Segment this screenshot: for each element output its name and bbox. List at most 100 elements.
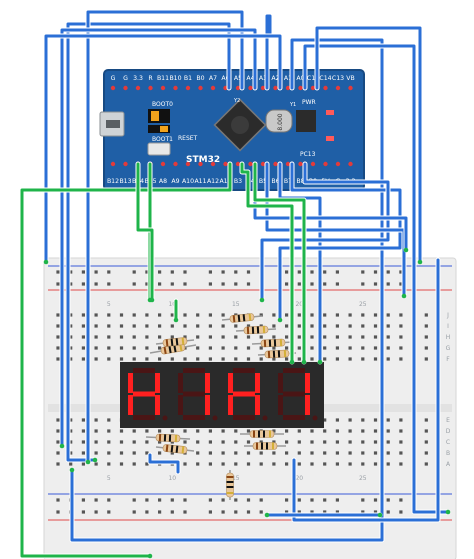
breadboard-hole — [170, 357, 174, 361]
breadboard-hole — [107, 451, 111, 455]
segment-e — [278, 395, 283, 415]
breadboard-hole — [285, 510, 289, 514]
breadboard-hole — [69, 451, 73, 455]
breadboard-hole — [132, 498, 136, 502]
breadboard-hole — [373, 282, 378, 286]
top-pin-10 — [235, 85, 241, 91]
breadboard-hole — [424, 451, 428, 455]
breadboard-hole — [399, 498, 403, 502]
usb-port-icon — [106, 120, 120, 128]
breadboard-hole — [158, 451, 162, 455]
wire-end-dot — [445, 509, 451, 515]
boot1-header — [148, 125, 170, 133]
breadboard-hole — [399, 451, 403, 455]
breadboard-hole — [158, 498, 162, 502]
reset-button[interactable] — [147, 142, 171, 156]
segment-c — [205, 395, 210, 415]
breadboard-hole — [373, 346, 378, 350]
breadboard-hole — [94, 440, 98, 444]
bottom-pin-10 — [235, 161, 241, 167]
bottom-pin-8 — [210, 161, 216, 167]
breadboard-hole — [132, 270, 136, 274]
breadboard-hole — [145, 510, 149, 514]
breadboard-hole — [81, 357, 85, 361]
breadboard-hole — [158, 346, 162, 350]
breadboard-hole — [297, 335, 301, 339]
top-pin-1 — [123, 85, 128, 91]
y2-label: Y2 — [233, 98, 240, 104]
top-pin-label: B1 — [184, 75, 192, 82]
breadboard-hole — [272, 429, 276, 433]
breadboard-hole — [170, 440, 174, 444]
breadboard-hole — [119, 462, 124, 466]
breadboard-hole — [94, 324, 98, 328]
green-wire — [136, 162, 154, 302]
bottom-pin-5 — [173, 161, 178, 167]
breadboard-hole — [69, 429, 73, 433]
bottom-pin-4 — [160, 161, 166, 167]
breadboard-hole — [208, 462, 212, 466]
wire-end-dot — [403, 247, 409, 253]
breadboard-hole — [107, 324, 111, 328]
breadboard-hole — [246, 429, 251, 433]
breadboard-hole — [399, 418, 403, 422]
breadboard-hole — [323, 282, 327, 286]
breadboard-hole — [323, 270, 327, 274]
top-pin-5 — [173, 85, 178, 91]
breadboard-hole — [94, 498, 98, 502]
column-number-top: 20 — [295, 301, 303, 308]
breadboard-hole — [183, 510, 187, 514]
bottom-pin-label: A15 — [219, 178, 231, 185]
green-wire — [20, 162, 232, 558]
breadboard-hole — [373, 440, 378, 444]
breadboard-hole — [361, 418, 365, 422]
bottom-pin-label: A8 — [159, 178, 167, 185]
breadboard-hole — [259, 451, 263, 455]
blue-wire — [265, 14, 272, 90]
resistors — [145, 313, 297, 500]
breadboard-hole — [373, 462, 378, 466]
breadboard-hole — [56, 498, 60, 502]
breadboard-hole — [246, 357, 251, 361]
breadboard-hole — [132, 462, 136, 466]
segment-b — [155, 373, 160, 393]
breadboard-hole — [208, 324, 212, 328]
breadboard-hole — [183, 282, 187, 286]
breadboard-hole — [310, 346, 314, 350]
breadboard-hole — [323, 462, 327, 466]
decimal-point — [212, 415, 218, 421]
breadboard-hole — [323, 346, 327, 350]
breadboard-hole — [246, 335, 251, 339]
breadboard-hole — [158, 270, 162, 274]
breadboard-hole — [69, 313, 73, 317]
breadboard-hole — [208, 429, 212, 433]
segment-b — [205, 373, 210, 393]
top-pin-label: A0 — [296, 75, 304, 82]
segment-a — [183, 368, 205, 373]
breadboard-hole — [348, 357, 352, 361]
voltage-regulator — [296, 110, 316, 132]
row-letter: A — [446, 461, 451, 468]
breadboard-hole — [335, 282, 339, 286]
breadboard-hole — [386, 462, 390, 466]
bottom-pin-label: B8 — [296, 178, 304, 185]
digit-3 — [278, 368, 318, 421]
bottom-pin-14 — [285, 161, 291, 167]
breadboard-hole — [81, 282, 85, 286]
breadboard-hole — [399, 357, 403, 361]
breadboard-hole — [170, 498, 174, 502]
breadboard-hole — [56, 429, 60, 433]
breadboard-hole — [208, 451, 212, 455]
breadboard-hole — [424, 429, 428, 433]
seven-segment-display — [120, 362, 324, 428]
breadboard-hole — [196, 335, 200, 339]
top-pin-8 — [210, 85, 216, 91]
breadboard-hole — [69, 335, 73, 339]
boot0-jumper — [151, 111, 159, 121]
breadboard-hole — [81, 335, 85, 339]
breadboard-hole — [246, 440, 251, 444]
column-number-top: 10 — [168, 301, 176, 308]
breadboard-hole — [297, 313, 301, 317]
